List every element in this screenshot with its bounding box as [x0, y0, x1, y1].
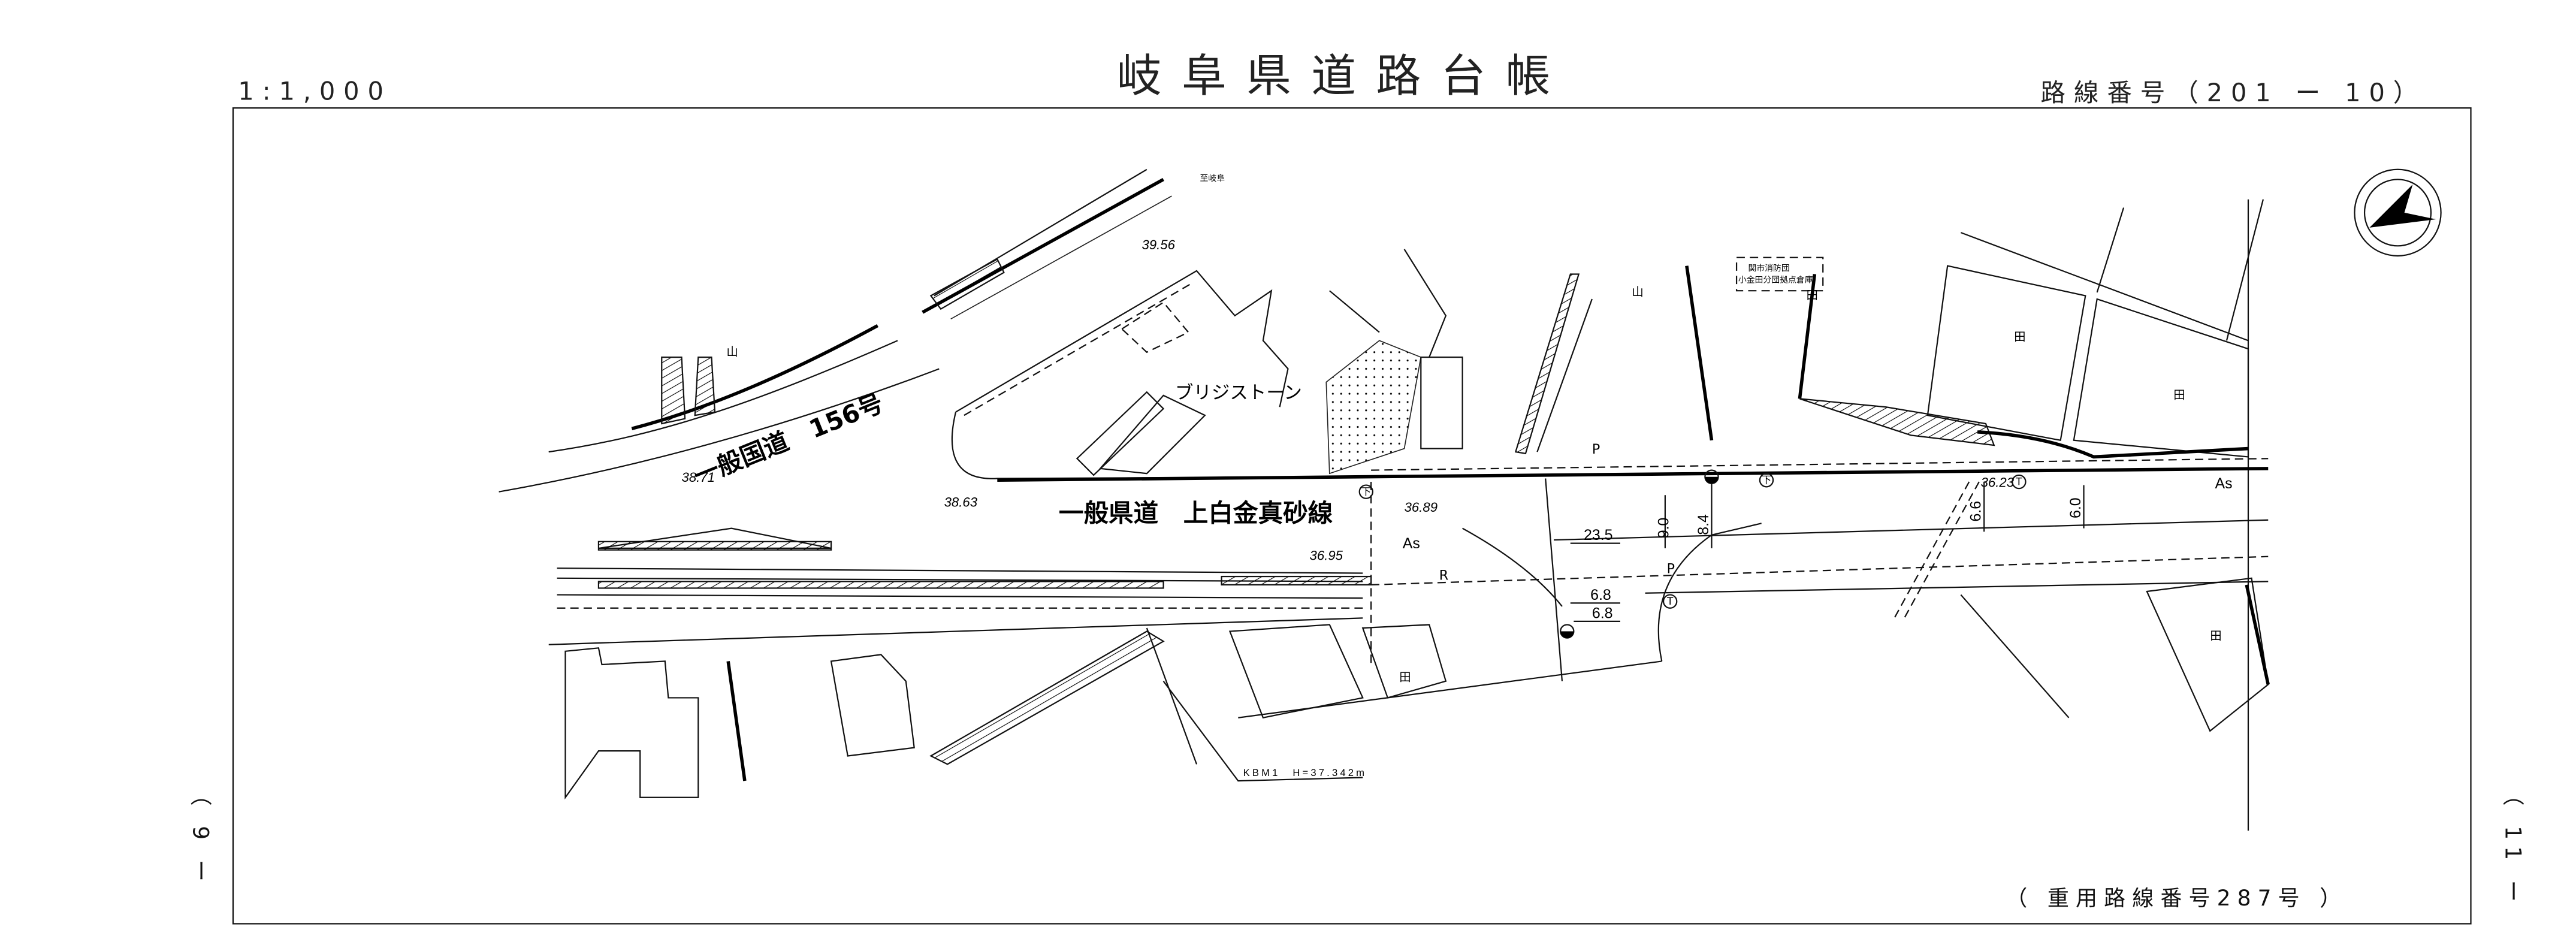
hydrant-icon [1704, 469, 1719, 484]
elevation-label: 38.63 [944, 495, 978, 510]
paddy-fields [1926, 199, 2264, 459]
benchmark-leader [1162, 681, 1363, 782]
dimension-label: 8.4 [1695, 514, 1712, 535]
road-to-gifu [922, 168, 1172, 320]
dimension-label: 6.8 [1590, 587, 1611, 603]
field-symbol: 田 [1807, 288, 1818, 302]
dimension-label: 9.0 [1655, 518, 1672, 539]
dimension-label: 6.8 [1592, 605, 1613, 621]
prefectural-road-label: 一般県道 上白金真砂線 [1059, 499, 1333, 528]
sewer-manhole-icon: 下 [1358, 484, 1374, 499]
page-title: 岐阜県道路台帳 [1117, 50, 1571, 102]
buildings-southwest [564, 624, 1447, 800]
surface-label: As [1403, 535, 1420, 552]
telecom-symbol-text: T [1666, 596, 1674, 607]
fire-station-label-1: 関市消防団 [1748, 263, 1789, 273]
fire-station-depot [1735, 256, 1995, 446]
next-page-number: （ 11 ー [2500, 784, 2525, 908]
mountain-symbol: 山 [726, 345, 738, 358]
dimension-label: 23.5 [1584, 527, 1613, 544]
telecom-symbol-text: T [2015, 476, 2022, 488]
field-symbol: 田 [2014, 330, 2025, 343]
field-symbol: 田 [2173, 388, 2185, 401]
route-number: 路線番号（201 ー 10） [2040, 78, 2426, 107]
national-route-156 [499, 324, 940, 493]
dimension-label: 6.0 [2067, 497, 2084, 518]
field-symbol: 田 [2210, 629, 2221, 642]
sewer-symbol-text: 下 [1762, 475, 1772, 486]
north-arrow-icon [2354, 168, 2442, 257]
bridgestone-label: ブリジストーン [1175, 382, 1302, 403]
dimension-lines [1570, 482, 2085, 623]
hydrant-icon [1560, 624, 1575, 639]
dimension-label: 6.6 [1968, 501, 1985, 522]
elevation-label: 36.95 [1310, 548, 1343, 563]
telecom-manhole-icon: T [2012, 474, 2027, 490]
p-marker: P [1667, 561, 1675, 577]
p-marker: P [1592, 442, 1600, 457]
field-symbol: 田 [1399, 671, 1411, 684]
elevation-label: 38.71 [682, 470, 715, 485]
mountain-symbol: 山 [1632, 285, 1643, 299]
map-frame [232, 107, 2472, 925]
surface-label: As [2215, 475, 2233, 492]
telecom-manhole-icon: T [1662, 594, 1678, 609]
parcels-southeast [1960, 577, 2270, 732]
south-side-strip [548, 527, 1372, 645]
overlap-route-label: （ 重用路線番号287号 ） [2006, 886, 2348, 911]
elevation-label: 36.89 [1405, 500, 1438, 515]
fire-station-label-2: 小金田分団拠点倉庫 [1738, 275, 1813, 285]
elevation-label: 39.56 [1142, 237, 1176, 252]
drainage-channel [1514, 265, 1714, 455]
benchmark-label: KBM1 H=37.342m [1243, 767, 1367, 778]
sewer-manhole-icon: 下 [1759, 473, 1774, 488]
to-gifu-label: 至岐阜 [1200, 173, 1225, 183]
bridgestone-lot [951, 249, 1463, 479]
sewer-symbol-text: 下 [1361, 486, 1371, 497]
elevation-label: 36.23 [1981, 475, 2015, 490]
prev-page-number: （ 9 ー [188, 784, 212, 888]
r-marker: R [1439, 568, 1448, 584]
national-route-label: 一般国道 156号 [690, 388, 887, 490]
scale-label: 1:1,000 [238, 76, 392, 105]
